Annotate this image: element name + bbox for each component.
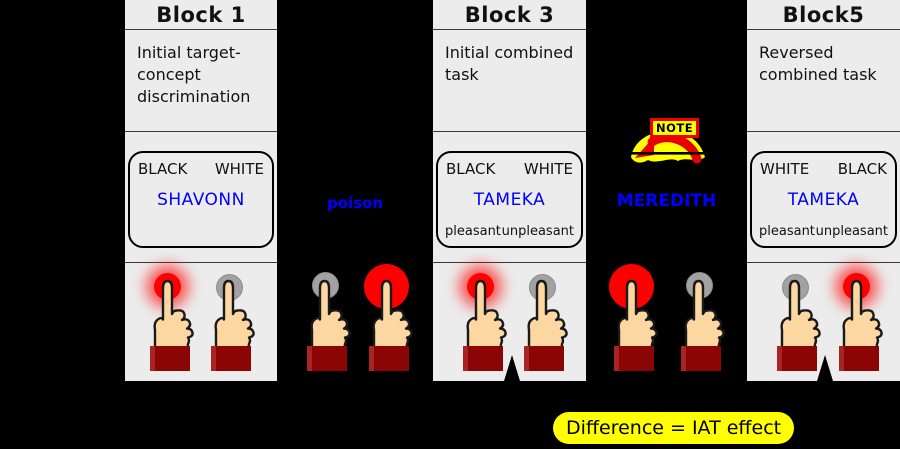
block5-stimulus-box: WHITE BLACK TAMEKA pleasant unpleasant bbox=[750, 151, 897, 248]
block5-stimulus-section: WHITE BLACK TAMEKA pleasant unpleasant bbox=[747, 133, 900, 263]
left-hand-block4 bbox=[612, 279, 658, 372]
right-hand-block1 bbox=[209, 279, 255, 372]
block3-left-category: BLACK bbox=[446, 160, 496, 178]
block1-description: Initial target-concept discrimination bbox=[125, 30, 277, 132]
hidden-box-edge-line bbox=[627, 152, 709, 155]
left-hand-block1 bbox=[148, 279, 194, 372]
block5-right-category: BLACK bbox=[837, 160, 887, 178]
block5-right-attribute: unpleasant bbox=[815, 224, 888, 239]
block3-panel: Block 3 Initial combined task BLACK WHIT… bbox=[433, 0, 586, 381]
block3-description: Initial combined task bbox=[433, 30, 586, 132]
block1-title: Block 1 bbox=[125, 0, 277, 30]
block3-left-attribute: pleasant bbox=[445, 224, 501, 239]
right-hand-block3 bbox=[522, 279, 568, 372]
block4-stimulus-word: MEREDITH bbox=[616, 191, 717, 211]
note-reversal-arrow bbox=[627, 131, 709, 164]
block3-right-attribute: unpleasant bbox=[501, 224, 574, 239]
right-hand-block2 bbox=[367, 279, 413, 372]
block3-title: Block 3 bbox=[433, 0, 586, 30]
block1-stimulus-section: BLACK WHITE SHAVONN bbox=[125, 133, 277, 263]
block5-title: Block5 bbox=[747, 0, 900, 30]
iat-effect-label: Difference = IAT effect bbox=[553, 412, 795, 444]
block5-stimulus-word: TAMEKA bbox=[787, 189, 860, 210]
left-hand-block2 bbox=[305, 279, 351, 372]
block3-stimulus-box: BLACK WHITE TAMEKA pleasant unpleasant bbox=[436, 151, 583, 248]
block1-left-category: BLACK bbox=[138, 160, 188, 178]
pointer-arrow-block3 bbox=[504, 355, 520, 381]
block5-left-attribute: pleasant bbox=[759, 224, 815, 239]
block3-stimulus-section: BLACK WHITE TAMEKA pleasant unpleasant bbox=[433, 133, 586, 263]
right-hand-block5 bbox=[837, 279, 883, 372]
block1-stimulus-box: BLACK WHITE SHAVONN bbox=[128, 151, 274, 248]
right-hand-block4 bbox=[679, 279, 725, 372]
note-badge: NOTE bbox=[650, 118, 700, 138]
block1-panel: Block 1 Initial target-concept discrimin… bbox=[125, 0, 277, 381]
block5-description: Reversed combined task bbox=[747, 30, 900, 132]
block3-right-category: WHITE bbox=[523, 160, 573, 178]
pointer-arrow-block5 bbox=[817, 355, 833, 381]
block1-right-category: WHITE bbox=[214, 160, 264, 178]
block5-left-category: WHITE bbox=[760, 160, 810, 178]
block1-stimulus-word: SHAVONN bbox=[157, 189, 245, 210]
block2-stimulus-word: poison bbox=[326, 194, 384, 212]
block3-stimulus-word: TAMEKA bbox=[473, 189, 546, 210]
